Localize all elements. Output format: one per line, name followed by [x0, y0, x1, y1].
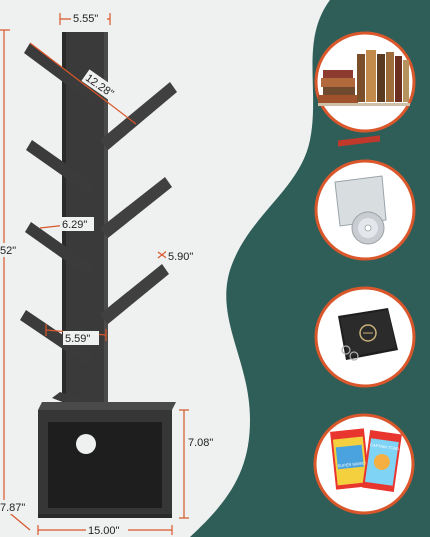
game-cases-circle: SUPER MARIO BROS. U DELUXE CAPTAIN TOAD	[313, 413, 415, 515]
cable-hole	[76, 434, 96, 454]
books-circle	[314, 31, 416, 133]
shelf-cabinet	[38, 402, 176, 518]
photo-album-image	[338, 308, 398, 361]
dim-width: 15.00"	[88, 525, 120, 537]
dim-branch-mid: 6.29"	[62, 219, 87, 231]
shelf-branch-left-4	[20, 310, 94, 366]
shelf-branch-left-1	[24, 43, 100, 105]
dim-height-total: 52"	[0, 245, 16, 257]
photo-album-circle	[314, 286, 416, 388]
dim-depth: 7.87"	[0, 502, 25, 514]
books-image	[318, 50, 410, 106]
dim-branch-right: 5.90"	[168, 251, 193, 263]
dim-branch-small: 5.59"	[65, 333, 90, 345]
dim-top-width: 5.55"	[73, 13, 98, 25]
game-case-right-title: CAPTAIN TOAD	[370, 442, 400, 451]
cd-case-image	[334, 135, 387, 245]
teal-wave-background	[190, 0, 430, 537]
shelf-branch-right-3	[100, 264, 169, 324]
dim-cabinet-height: 7.08"	[188, 437, 213, 449]
shelf-branch-left-2	[26, 140, 96, 195]
cd-case-circle	[314, 135, 416, 261]
game-cases-image: SUPER MARIO BROS. U DELUXE CAPTAIN TOAD	[330, 428, 402, 492]
shelf-branch-right-1	[100, 82, 177, 150]
shelf-branch-left-3	[25, 222, 96, 278]
shelf-branch-right-2	[100, 177, 172, 238]
tree-bookshelf	[20, 32, 177, 518]
